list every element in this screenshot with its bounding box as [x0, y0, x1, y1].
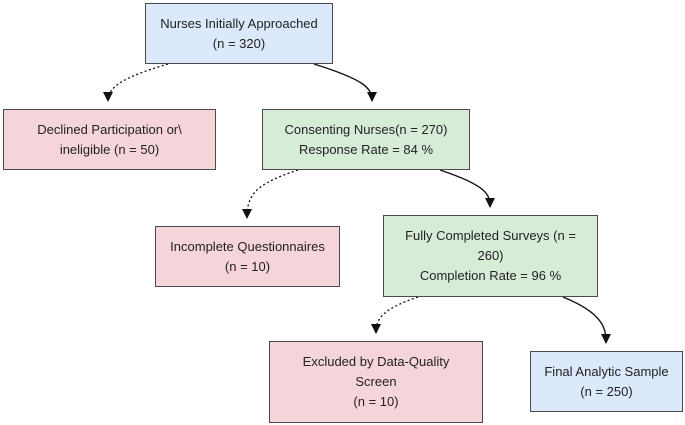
node-nurses-approached-line-1: Nurses Initially Approached	[160, 15, 318, 31]
node-fully-completed-surveys-line-2: 260)	[477, 248, 504, 263]
edge-complete-to-final	[562, 296, 611, 344]
node-incomplete-questionnaires: Incomplete Questionnaires (n = 10)	[155, 226, 340, 287]
node-consenting-nurses: Consenting Nurses(n = 270) Response Rate…	[262, 109, 470, 170]
node-declined-participation-line-1: Declined Participation or\	[37, 121, 182, 137]
node-nurses-approached-line-2: (n = 320)	[212, 35, 266, 51]
node-final-analytic-sample-line-1: Final Analytic Sample	[544, 363, 669, 379]
node-fully-completed-surveys-line-3: Completion Rate = 96 %	[419, 268, 562, 283]
node-declined-participation-line-2: ineligible (n = 50)	[59, 141, 160, 157]
node-excluded-data-quality-line-2: Screen	[355, 374, 397, 389]
node-final-analytic-sample: Final Analytic Sample (n = 250)	[530, 351, 683, 412]
edge-approached-to-declined	[103, 63, 169, 102]
node-incomplete-questionnaires-line-2: (n = 10)	[224, 258, 271, 274]
node-excluded-data-quality-line-3: (n = 10)	[353, 394, 399, 409]
edge-consenting-to-incomplete	[242, 169, 299, 219]
edge-approached-to-consenting	[313, 63, 377, 102]
node-excluded-data-quality-line-1: Excluded by Data-Quality	[302, 354, 450, 369]
node-excluded-data-quality: Excluded by Data-Quality Screen (n = 10)	[269, 341, 483, 423]
edge-consenting-to-complete	[439, 169, 495, 208]
node-final-analytic-sample-line-2: (n = 250)	[580, 383, 633, 399]
node-incomplete-questionnaires-line-1: Incomplete Questionnaires	[170, 238, 325, 254]
node-declined-participation: Declined Participation or\ ineligible (n…	[3, 109, 216, 170]
edge-complete-to-excluded	[371, 296, 419, 334]
node-nurses-approached: Nurses Initially Approached (n = 320)	[145, 3, 333, 64]
node-fully-completed-surveys: Fully Completed Surveys (n = 260) Comple…	[383, 215, 598, 297]
node-consenting-nurses-line-2: Response Rate = 84 %	[298, 141, 434, 157]
node-consenting-nurses-line-1: Consenting Nurses(n = 270)	[284, 121, 448, 137]
node-fully-completed-surveys-line-1: Fully Completed Surveys (n =	[405, 228, 576, 243]
